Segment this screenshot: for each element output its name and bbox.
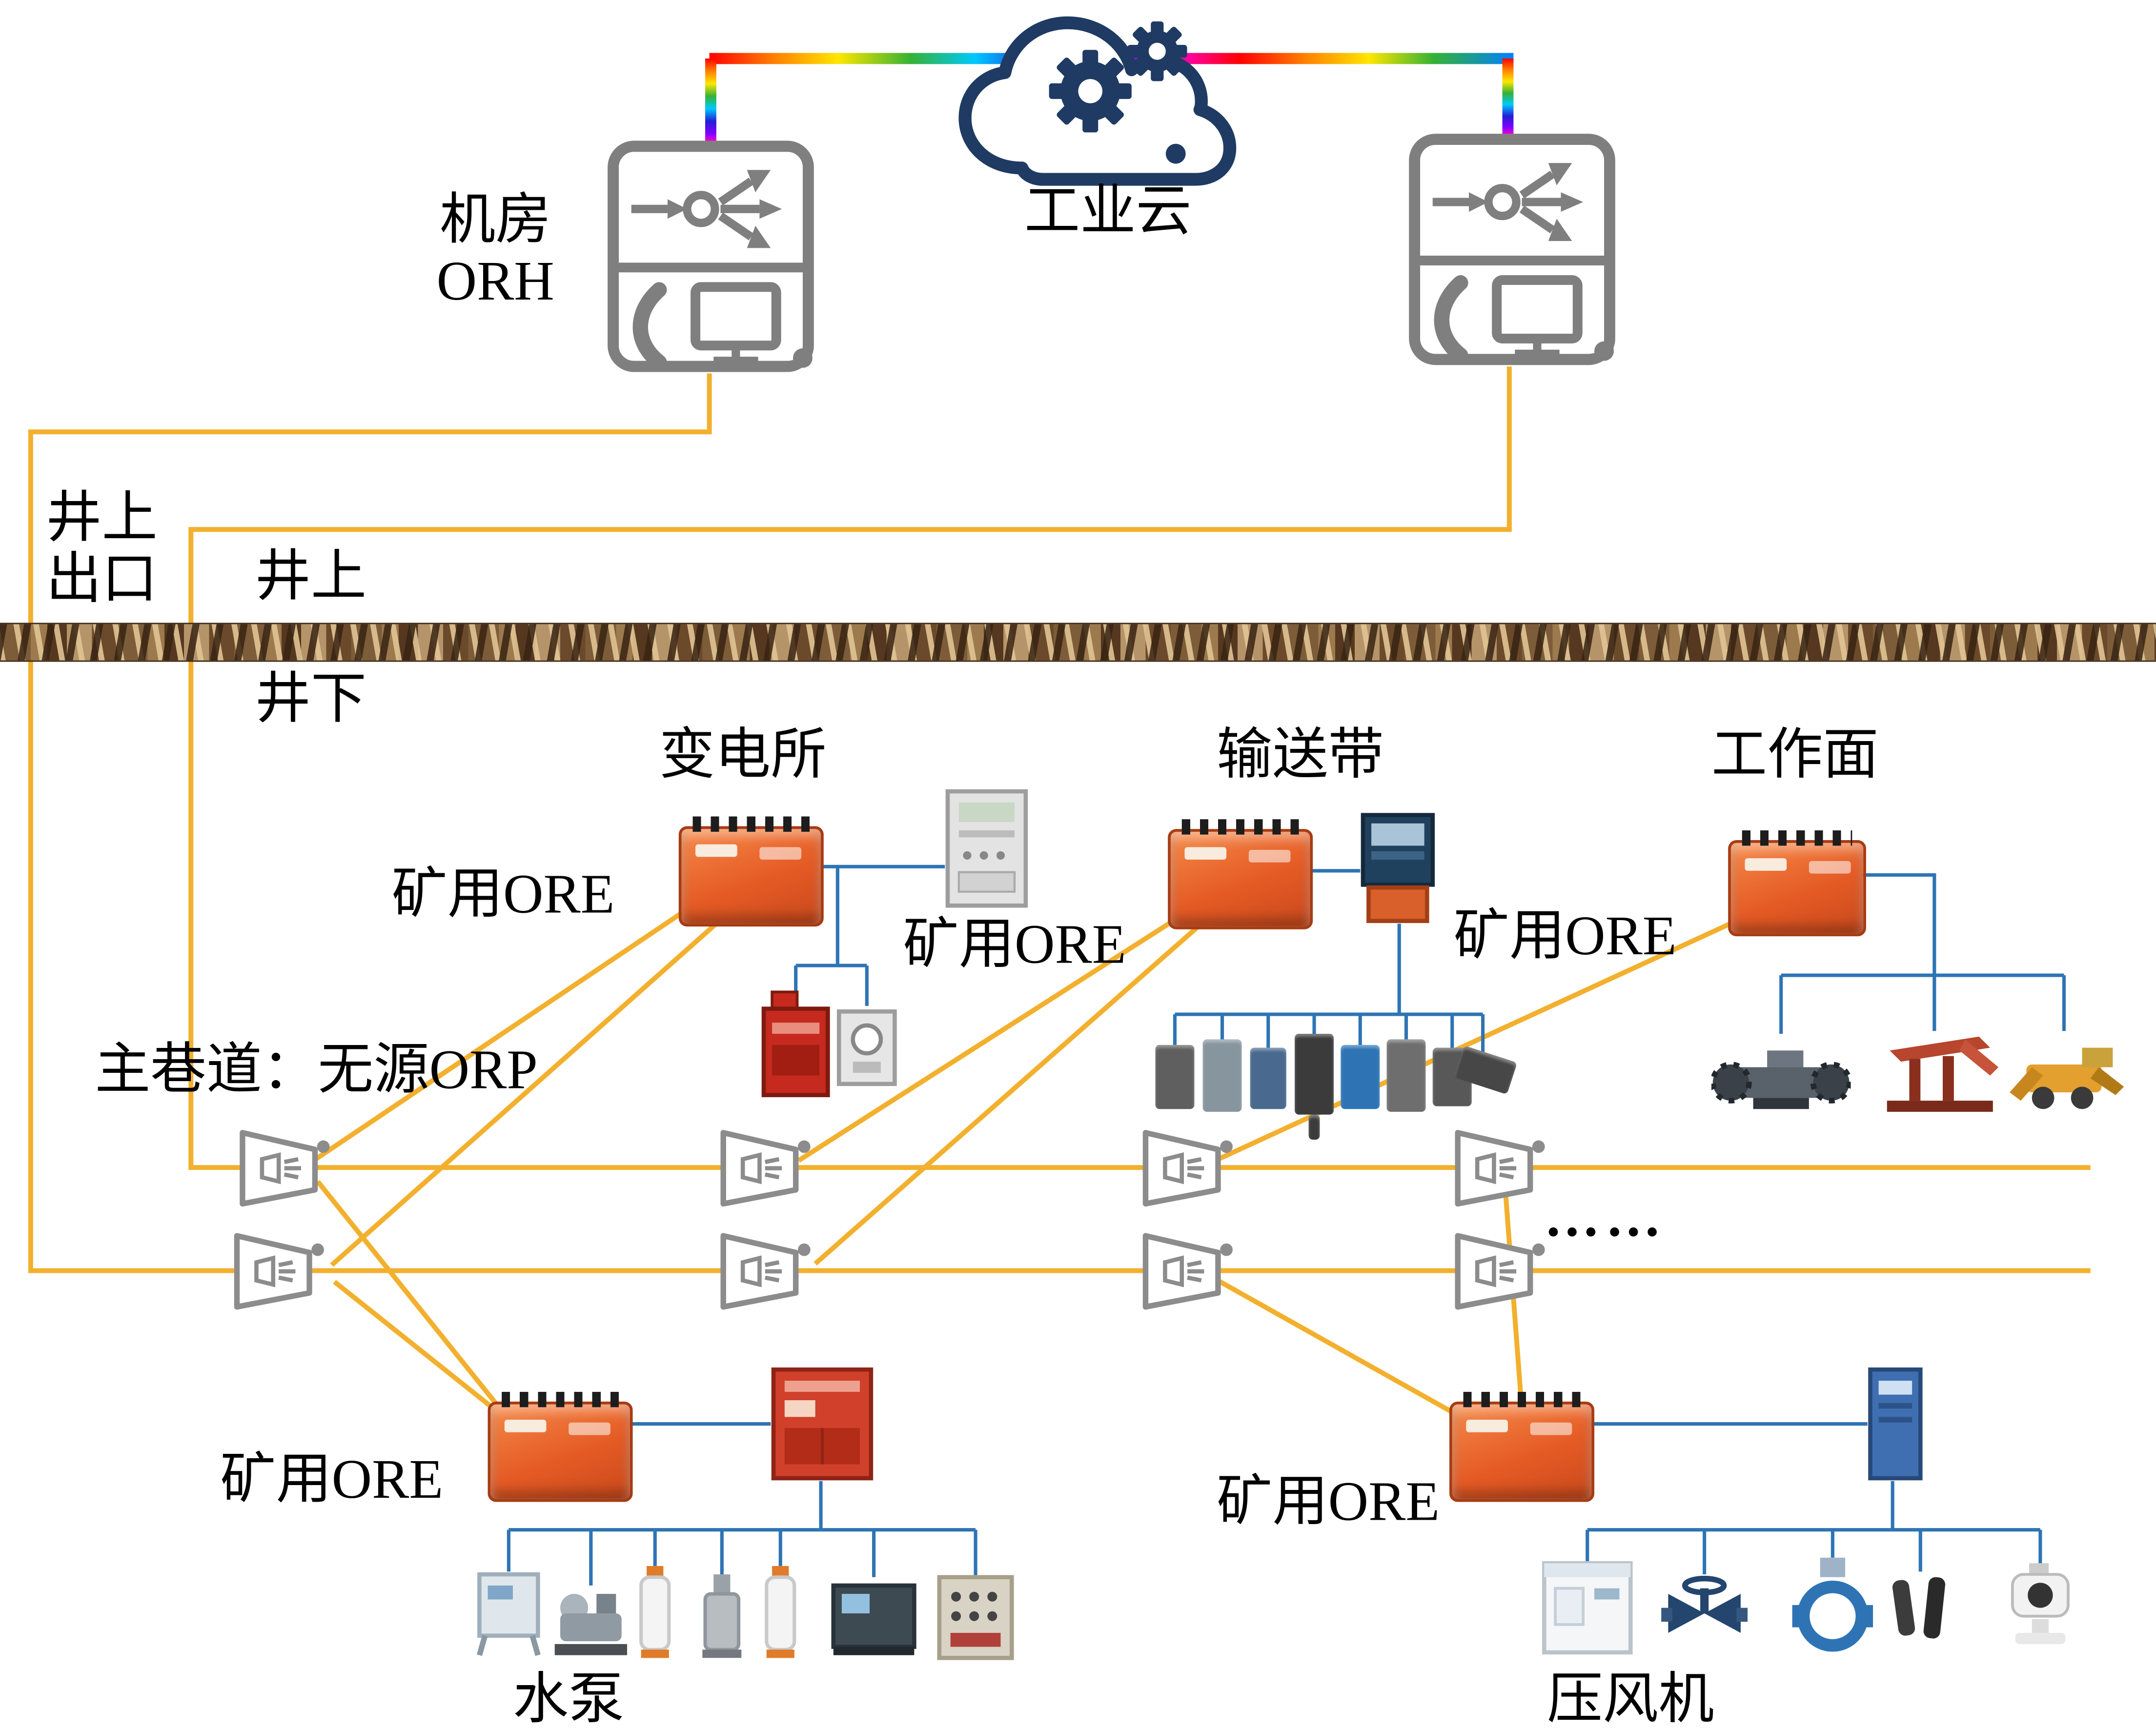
substation-red-starter: [761, 990, 830, 1097]
eth-waterpump-device-drops: [507, 1529, 977, 1586]
ore-device-compressor: [1449, 1391, 1595, 1502]
waterpump-plunger: [702, 1574, 742, 1658]
substation-protection-cabinet: [945, 789, 1028, 908]
phone-monitor-icon: [632, 282, 781, 370]
machine-room-line2: ORH: [436, 249, 554, 312]
ore-device-waterpump: [488, 1391, 633, 1502]
eth-conveyor-bus: [1175, 869, 1483, 1016]
above-ground-label: 井上: [255, 544, 367, 608]
ore-label-conveyor: 矿用ORE: [903, 912, 1126, 976]
conveyor-sensor: [1386, 1039, 1426, 1112]
conveyor-controller: [1361, 813, 1435, 923]
orp-splitter-r1c4-icon: [1455, 1130, 1545, 1207]
compressor-flowmeter: [1792, 1557, 1873, 1652]
eth-compressor-bus: [1587, 1422, 2040, 1532]
fiber-link-conveyor-a: [797, 913, 1183, 1163]
fiber-link-conveyor-b: [814, 922, 1203, 1266]
eth-conveyor-sensor-drops: [1173, 1014, 1485, 1056]
substation-sensor-box: [836, 1009, 897, 1086]
waterpump-cylinder: [639, 1566, 671, 1658]
orp-splitter-r1c3-icon: [1142, 1130, 1233, 1207]
fiber-link-waterpump-a: [316, 1180, 507, 1416]
ore-label-waterpump: 矿用ORE: [220, 1448, 444, 1510]
below-ground-label: 井下: [255, 667, 367, 730]
rainbow-cable-left-drop: [705, 58, 716, 142]
compressor-sensors: [1892, 1577, 1946, 1639]
waterpump-starter-cabinet: [771, 1367, 874, 1481]
waterpump-control-panel: [937, 1575, 1014, 1660]
eth-compressor-device-drops: [1586, 1529, 2042, 1575]
orh-router-right-icon: [1409, 134, 1615, 365]
conveyor-sensor: [1202, 1039, 1242, 1112]
gear-icon: [1049, 50, 1132, 133]
fiber-right-riser: [188, 366, 1512, 1170]
workface-hydraulic-support: [1887, 1036, 1999, 1112]
ore-device-conveyor: [1168, 819, 1313, 929]
router-port-dot: [1594, 341, 1614, 361]
machine-room-label: 机房 ORH: [415, 189, 575, 312]
waterpump-pump: [554, 1594, 628, 1655]
eth-substation-device-links: [794, 866, 869, 1006]
cloud-label: 工业云: [1024, 180, 1192, 242]
fiber-link-waterpump-b: [333, 1280, 515, 1426]
splitter-arrowheads: [667, 170, 782, 248]
industrial-cloud-icon: [958, 16, 1237, 186]
orh-router-left-icon: [608, 141, 814, 372]
surface-exit-line2: 出口: [46, 547, 158, 610]
orp-splitter-r2c1-icon: [234, 1233, 324, 1310]
ore-label-workface: 矿用ORE: [1453, 904, 1677, 967]
ore-label-compressor: 矿用ORE: [1217, 1469, 1440, 1533]
gear-small-icon: [1127, 21, 1187, 81]
ore-device-substation: [678, 816, 824, 927]
orp-splitter-r1c1-icon: [240, 1130, 330, 1207]
eth-waterpump-bus: [508, 1422, 976, 1532]
fiber-left-riser: [28, 373, 712, 1273]
compressor-camera: [2011, 1563, 2070, 1644]
ore-label-substation: 矿用ORE: [391, 862, 615, 925]
orp-splitter-r2c4-icon: [1455, 1233, 1545, 1310]
rainbow-cable-right-drop: [1502, 58, 1514, 136]
router-port-dot: [793, 348, 813, 368]
compressor-white-cabinet: [1542, 1561, 1633, 1655]
surface-exit-label: 井上 出口: [46, 486, 158, 610]
conveyor-sensor: [1341, 1045, 1380, 1109]
orp-splitter-r2c3-icon: [1142, 1233, 1233, 1310]
waterpump-cylinder: [765, 1566, 796, 1658]
main-tunnel-label: 主巷道：无源ORP: [95, 1038, 538, 1101]
compressor-control-cabinet: [1868, 1367, 1923, 1481]
continuation-ellipsis: ……: [1544, 1186, 1667, 1248]
section-waterpump-label: 水泵: [512, 1668, 625, 1729]
section-conveyor-label: 输送带: [1217, 723, 1384, 786]
workface-loader: [2010, 1047, 2124, 1109]
fiber-link-compressor-a: [1214, 1277, 1465, 1421]
waterpump-transformer: [831, 1583, 916, 1655]
section-workface-label: 工作面: [1711, 723, 1879, 786]
surface-exit-line1: 井上: [46, 486, 158, 549]
fiber-link-substation-b: [330, 920, 720, 1267]
section-compressor-label: 压风机: [1546, 1668, 1714, 1729]
conveyor-sensor: [1155, 1045, 1195, 1109]
ground-strata: [0, 623, 2156, 662]
fiber-link-substation-a: [312, 904, 694, 1163]
waterpump-control-box: [476, 1572, 541, 1656]
machine-room-line1: 机房: [440, 188, 551, 251]
compressor-valve: [1661, 1575, 1748, 1633]
orp-splitter-r1c2-icon: [720, 1130, 811, 1207]
conveyor-sensor-probe: [1308, 1114, 1320, 1140]
eth-workface-links: [1779, 873, 2066, 1034]
conveyor-sensor: [1295, 1034, 1334, 1115]
ore-device-workface: [1728, 830, 1866, 937]
fiber-link-workface: [1214, 917, 1741, 1163]
workface-shearer: [1711, 1050, 1851, 1109]
splitter-arrowheads: [1469, 163, 1584, 241]
orp-splitter-r2c2-icon: [720, 1233, 811, 1310]
cloud-port-dot: [1165, 143, 1186, 164]
phone-monitor-icon: [1434, 275, 1583, 363]
section-substation-label: 变电所: [659, 723, 827, 786]
conveyor-sensor: [1250, 1047, 1286, 1109]
